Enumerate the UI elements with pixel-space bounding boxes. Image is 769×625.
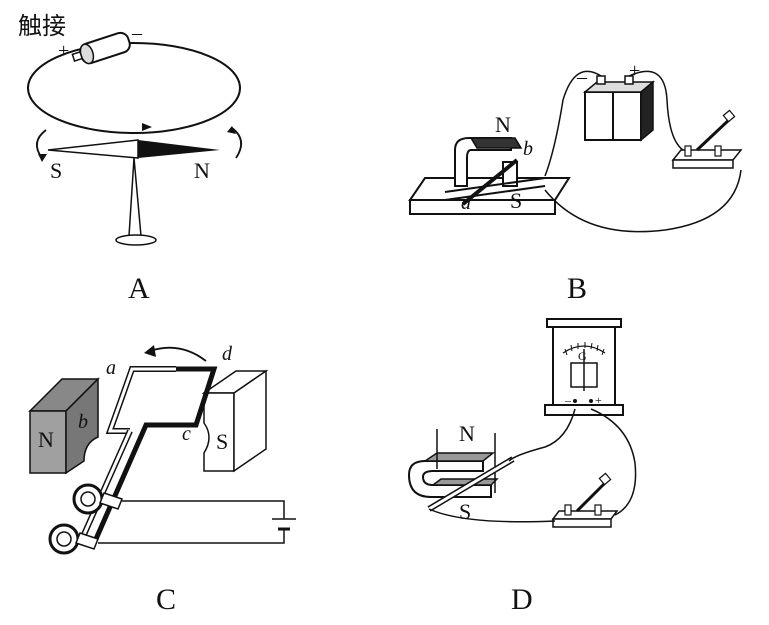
- panel-b: N S a b – + B: [385, 0, 769, 312]
- label-b: b: [78, 411, 88, 433]
- panel-a-figure: [27, 31, 242, 246]
- coil-black-part: [93, 366, 218, 541]
- wire-1: [544, 70, 602, 177]
- label-d: d: [222, 343, 232, 365]
- needle-north: [138, 140, 220, 158]
- label-a: a: [106, 357, 116, 379]
- wire-3: [544, 169, 742, 233]
- panel-d-figure: [407, 318, 637, 528]
- label-north: N: [194, 158, 210, 183]
- label-south: S: [459, 499, 472, 524]
- label-plus: +: [595, 393, 602, 407]
- label-minus: –: [577, 66, 587, 88]
- rod-ab: [461, 158, 519, 206]
- needle-south: [47, 139, 139, 159]
- label-plus: +: [629, 60, 641, 82]
- panel-d: N S G – + D: [385, 313, 769, 625]
- needle-stand: [128, 157, 142, 237]
- s-magnet-block: [201, 369, 269, 473]
- external-circuit: [98, 500, 285, 544]
- label-plus: +: [58, 40, 70, 62]
- wire-1: [508, 408, 576, 462]
- label-b: b: [523, 138, 533, 160]
- rotate-right-icon: [231, 127, 242, 159]
- caption-b: B: [567, 272, 588, 305]
- panel-a: 触接 + – S N A: [0, 0, 384, 312]
- rotate-left-arrowhead-icon: [38, 154, 47, 162]
- n-magnet-block: [28, 377, 100, 475]
- rotation-arrow-icon: [149, 346, 207, 362]
- wire-2: [590, 408, 637, 516]
- label-south: S: [510, 188, 523, 213]
- caption-a: A: [128, 272, 150, 305]
- label-north: N: [38, 427, 54, 452]
- label-north: N: [459, 421, 475, 446]
- panel-c: N S a b c d C: [0, 313, 384, 625]
- caption-c: C: [156, 583, 177, 616]
- rotation-arrowhead-icon: [144, 345, 156, 357]
- label-north: N: [495, 112, 511, 137]
- galvanometer-icon: [544, 318, 624, 416]
- panel-b-figure: [408, 70, 743, 233]
- wire-2: [628, 70, 684, 151]
- caption-d: D: [511, 583, 533, 616]
- stand-base: [115, 234, 157, 246]
- slip-ring-2: [48, 523, 99, 555]
- rotate-left-icon: [36, 129, 47, 159]
- slip-ring-1: [72, 483, 123, 515]
- label-a: a: [461, 192, 471, 214]
- switch-icon: [551, 472, 619, 528]
- current-arrow-icon: [142, 123, 152, 131]
- panel-c-figure: [28, 345, 296, 555]
- battery-icon: [582, 75, 656, 142]
- rotate-right-arrowhead-icon: [227, 126, 236, 134]
- label-south: S: [50, 158, 63, 183]
- label-c: c: [182, 423, 191, 445]
- label-minus: –: [132, 22, 142, 44]
- wire-3: [428, 508, 556, 523]
- wire-loop: [27, 42, 241, 134]
- u-magnet-icon: [407, 452, 499, 498]
- label-minus: –: [565, 393, 571, 407]
- battery-icon: [71, 31, 131, 65]
- label-south: S: [216, 429, 229, 454]
- label-g: G: [578, 349, 587, 363]
- switch-icon: [671, 109, 743, 169]
- label-touch: 触接: [18, 12, 66, 40]
